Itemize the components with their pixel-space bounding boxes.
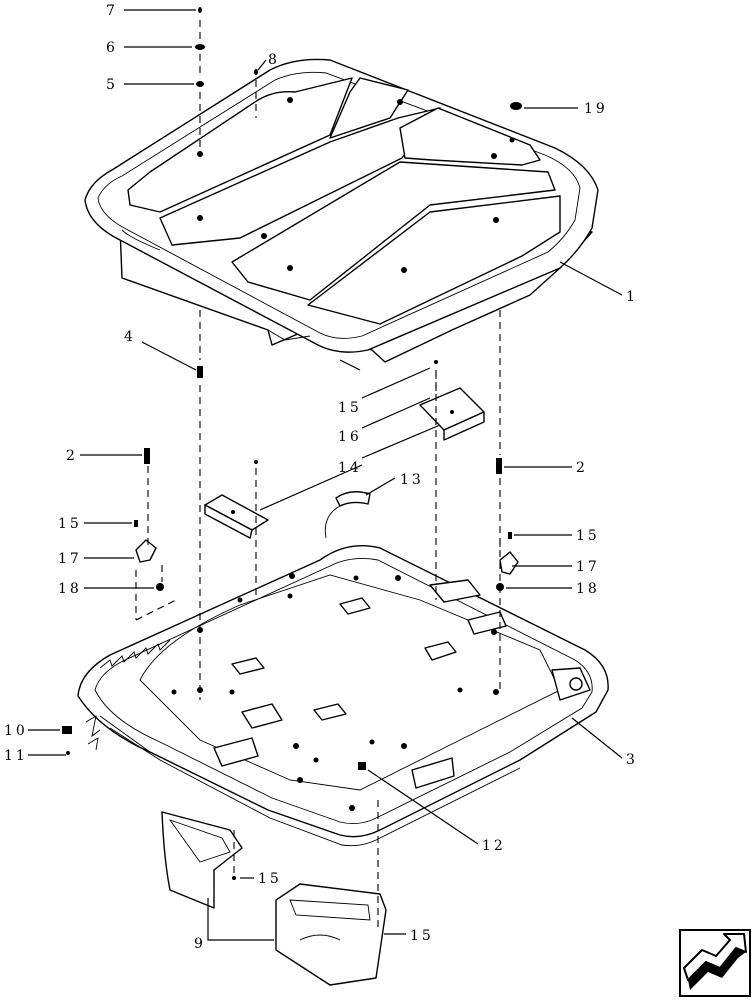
callout-8: 8	[268, 52, 280, 68]
callout-9: 9	[194, 936, 206, 952]
callout-15-right: 15	[576, 528, 600, 544]
callout-15-bin-upper: 15	[258, 871, 282, 887]
callout-18-right: 18	[576, 581, 600, 597]
callout-15: 15	[338, 400, 362, 416]
callout-16: 16	[338, 429, 362, 445]
callout-18-left: 18	[58, 581, 82, 597]
callout-5: 5	[106, 77, 118, 93]
callout-14: 14	[338, 460, 362, 476]
callout-7: 7	[106, 3, 118, 19]
clip-right	[499, 551, 519, 575]
callout-6: 6	[106, 40, 118, 56]
storage-bin-upper	[161, 811, 243, 909]
callout-12: 12	[482, 838, 506, 854]
headliner-trim	[77, 545, 609, 847]
callout-10: 10	[4, 723, 28, 739]
roof-panel	[84, 58, 599, 363]
callout-11: 11	[4, 748, 28, 764]
callout-15-bin-lower: 15	[410, 928, 434, 944]
callout-2-left: 2	[66, 448, 78, 464]
callout-3: 3	[626, 752, 638, 768]
fasteners	[62, 7, 522, 937]
clip-left	[135, 539, 157, 563]
arrow-icon[interactable]	[679, 929, 751, 997]
callout-13: 13	[400, 472, 424, 488]
callout-1: 1	[626, 289, 638, 305]
callout-17-right: 17	[576, 559, 600, 575]
callout-4: 4	[124, 329, 136, 345]
leader-lines	[28, 9, 623, 941]
storage-bin-lower	[275, 883, 387, 986]
bracket-right	[419, 387, 485, 441]
alignment-lines	[135, 20, 501, 930]
bracket-left	[204, 494, 269, 539]
callout-labels: 7 6 5 8 19 1 4 15 16 14 2 2 13 15 15 17 …	[4, 3, 638, 952]
callout-2-right: 2	[576, 460, 588, 476]
callout-19: 19	[584, 101, 608, 117]
callout-17-left: 17	[58, 551, 82, 567]
seal-strip	[335, 491, 371, 507]
callout-15-left: 15	[58, 516, 82, 532]
